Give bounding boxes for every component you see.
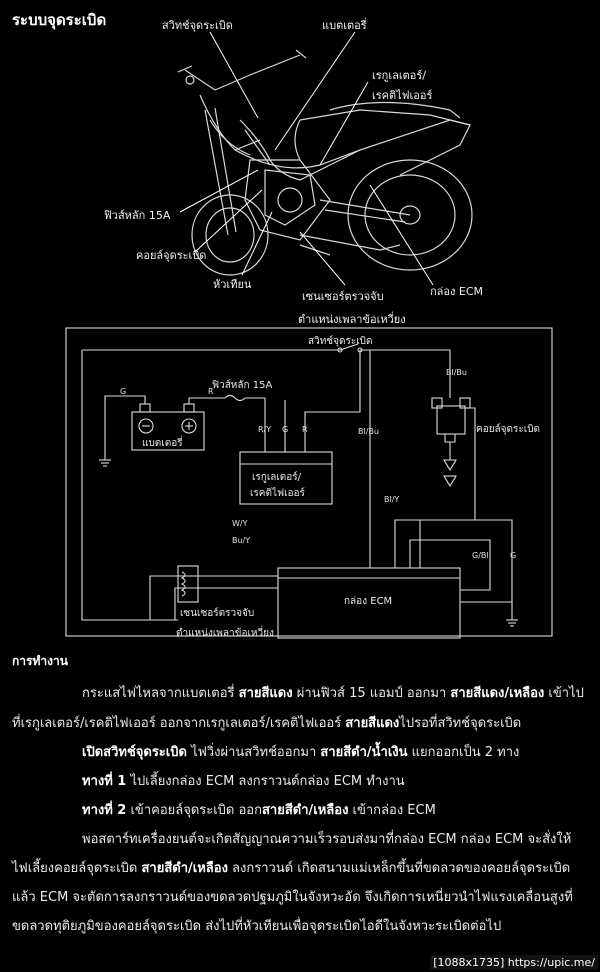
circuit-diagram: G R R/Y G R Bl/Bu Bl/Bu Bl/Y W/Y Bu/Y G/…	[65, 327, 553, 639]
label-ignition-coil: คอยล์จุดระเบิด	[136, 249, 207, 262]
wire-label-wy: W/Y	[232, 519, 248, 528]
paragraph-line-9: ขดลวดทุติยภูมิของคอยล์จุดระเบิด ส่งไปที่…	[12, 919, 502, 934]
section-title: การทำงาน	[12, 654, 68, 668]
paragraph-line-6: พอสตาร์ทเครื่องยนต์จะเกิดสัญญาณความเร็วร…	[82, 832, 572, 847]
paragraph-line-4: ทางที่ 1 ไปเลี้ยงกล่อง ECM ลงกราวนด์กล่อ…	[82, 774, 405, 789]
label-regulator-2: เรคติไฟเออร์	[372, 89, 433, 102]
circuit-label-crank-position: ตำแหน่งเพลาข้อเหวี่ยง	[176, 625, 274, 639]
paragraph-line-1: กระแสไฟไหลจากแบตเตอรี่ สายสีแดง ผ่านฟิวส…	[82, 686, 584, 701]
wire-label-r-regulator: R	[302, 425, 308, 434]
circuit-label-ignition-coil: คอยล์จุดระเบิด	[476, 423, 540, 435]
circuit-label-battery: แบตเตอรี่	[142, 435, 183, 449]
wire-label-g-regulator: G	[282, 425, 288, 434]
paragraph-line-7: ไฟเลี้ยงคอยล์จุดระเบิด สายสีดำ/เหลือง ลง…	[12, 861, 571, 876]
label-spark-plug: หัวเทียน	[213, 278, 252, 291]
wire-label-ry: R/Y	[258, 425, 271, 434]
paragraph-line-3: เปิดสวิทช์จุดระเบิด ไฟวิ่งผ่านสวิทช์ออกม…	[82, 745, 520, 760]
wire-label-blbu-coil: Bl/Bu	[446, 368, 467, 377]
circuit-label-sensor: เซนเซอร์ตรวจจับ	[180, 607, 254, 619]
label-regulator-1: เรกูเลเตอร์/	[372, 69, 426, 82]
circuit-label-ecm-box: กล่อง ECM	[344, 596, 392, 607]
wire-label-g-battery: G	[120, 387, 126, 396]
wire-label-g-ecm: G	[510, 551, 516, 560]
wire-label-gbl: G/Bl	[472, 551, 489, 560]
label-crank-position: ตำแหน่งเพลาข้อเหวี่ยง	[298, 313, 406, 326]
circuit-label-main-fuse: ฟิวส์หลัก 15A	[212, 379, 273, 391]
page-title: ระบบจุดระเบิด	[12, 11, 107, 29]
paragraph-line-2: ที่เรกูเลเตอร์/เรคติไฟเออร์ ออกจากเรกูเล…	[12, 716, 522, 731]
wire-label-bly: Bl/Y	[384, 495, 399, 504]
label-main-fuse: ฟิวส์หลัก 15A	[104, 209, 171, 222]
wire-label-r-fuse: R	[208, 387, 214, 396]
watermark: [1088x1735] https://upic.me/	[430, 955, 598, 970]
label-ecm-box: กล่อง ECM	[430, 285, 483, 298]
paragraph-line-8: แล้ว ECM จะตัดการลงกราวนด์ของขดลวดปฐมภูม…	[12, 890, 573, 905]
label-battery: แบตเตอรี่	[322, 19, 367, 32]
motorcycle-illustration	[177, 31, 473, 286]
wire-label-blbu-mid: Bl/Bu	[358, 427, 379, 436]
circuit-label-regulator-1: เรกูเลเตอร์/	[252, 471, 302, 483]
circuit-label-ignition-switch: สวิทช์จุดระเบิด	[308, 335, 372, 347]
label-sensor: เซนเซอร์ตรวจจับ	[302, 290, 384, 303]
circuit-label-regulator-2: เรคติไฟเออร์	[250, 487, 306, 499]
label-ignition-switch: สวิทช์จุดระเบิด	[162, 19, 233, 32]
wire-label-buy: Bu/Y	[232, 536, 250, 545]
paragraph-line-5: ทางที่ 2 เข้าคอยล์จุดระเบิด ออกสายสีดำ/เ…	[82, 803, 436, 818]
